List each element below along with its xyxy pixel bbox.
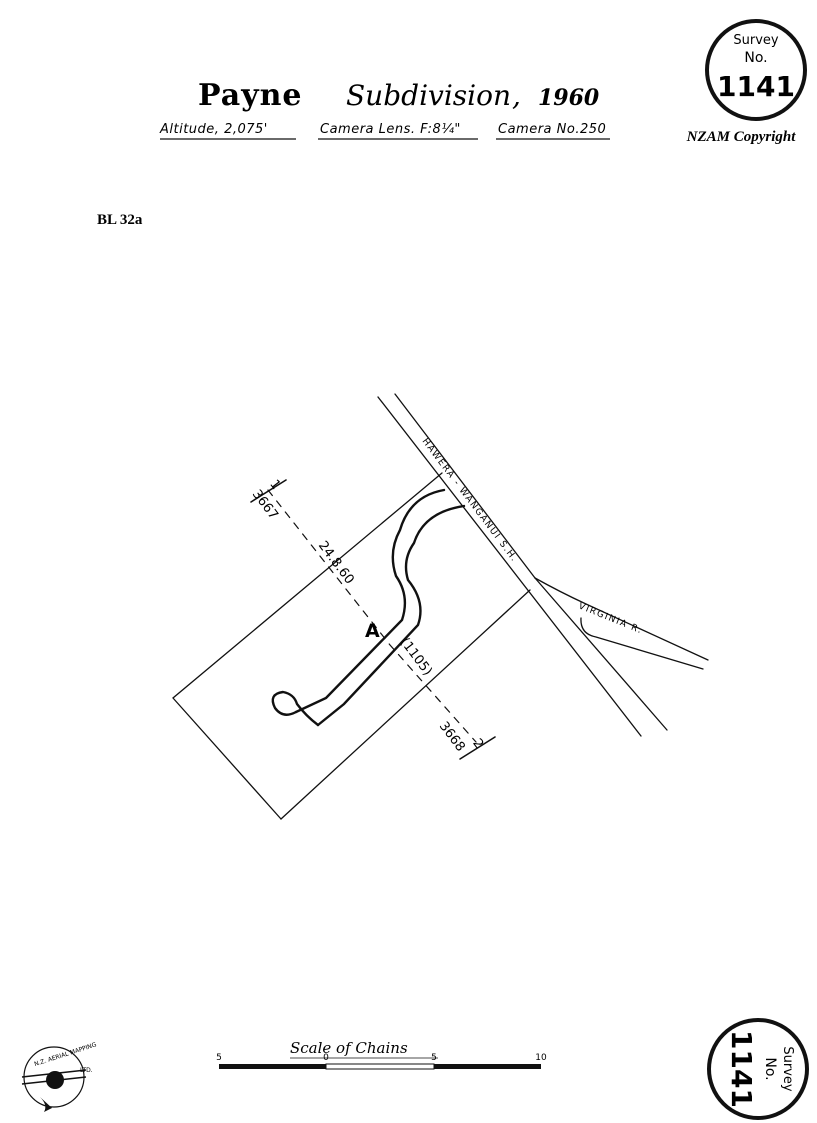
- scale-segment-mid: [325, 1063, 435, 1070]
- lot-boundary-west: [172, 472, 443, 820]
- seal-line1: Survey: [733, 33, 779, 48]
- seal-bottom-line2: No.: [762, 1057, 778, 1080]
- virginia-road-south-edge: [580, 617, 704, 670]
- date-label: 24.8.60: [315, 539, 357, 588]
- area-label: (1105): [397, 635, 435, 679]
- scale-segment-right: [434, 1064, 541, 1069]
- seal-number: 1141: [717, 70, 795, 103]
- scale-tick-1: 0: [323, 1053, 329, 1063]
- plan-drawing: [172, 393, 709, 820]
- highway-edge-east-south: [534, 577, 668, 731]
- seal-bottom-line1: Survey: [780, 1046, 795, 1092]
- highway-edge-west: [377, 396, 642, 737]
- title-word: Subdivision: [346, 79, 511, 112]
- lot-left-tick: [250, 479, 287, 503]
- seal-line2: No.: [744, 50, 767, 66]
- header: Payne Subdivision , 1960 Altitude, 2,075…: [159, 78, 610, 140]
- seal-ring: [705, 19, 807, 121]
- virginia-road-label: VIRGINIA R.: [577, 602, 644, 637]
- highway-edge-east-north: [394, 393, 536, 579]
- lot-boundary-south: [280, 589, 531, 820]
- copyright-label: NZAM Copyright: [686, 129, 797, 145]
- lot-division-dashed: [267, 489, 477, 743]
- highway-label: HAWERA - WANGANUI S.H.: [420, 437, 520, 565]
- scale-tick-3: 10: [535, 1053, 547, 1063]
- lot-left-ref: 3667: [249, 487, 281, 522]
- turning-head: [271, 690, 320, 727]
- logo-camera-icon: [46, 1071, 64, 1089]
- lot-a-label: A: [365, 620, 380, 642]
- survey-seal-top: Survey No. 1141: [705, 19, 807, 121]
- scale-title: Scale of Chains: [290, 1039, 408, 1057]
- seal-bottom-number: 1141: [725, 1030, 758, 1108]
- camera-label: Camera No.250: [498, 122, 606, 137]
- sheet-reference: BL 32a: [97, 212, 143, 228]
- title-name: Payne: [198, 78, 303, 113]
- lot-right-number: 2: [469, 736, 486, 752]
- lot-right-tick: [459, 736, 496, 760]
- virginia-road-north-edge: [534, 577, 709, 661]
- altitude-label: Altitude, 2,075': [159, 122, 268, 137]
- survey-seal-bottom: Survey No. 1141: [707, 1018, 809, 1120]
- seal-bottom-ring: [707, 1018, 809, 1120]
- access-way-outer: [316, 504, 466, 727]
- logo-island-icon: [40, 1097, 52, 1112]
- access-way-inner: [294, 488, 446, 714]
- scale-bar: Scale of Chains 5 0 5 10: [216, 1039, 547, 1070]
- lot-right-ref: 3668: [436, 719, 468, 754]
- logo-suffix: LTD.: [80, 1067, 93, 1074]
- title-year: 1960: [538, 85, 600, 111]
- scale-tick-0: 5: [216, 1053, 222, 1063]
- scale-segment-left: [219, 1064, 326, 1069]
- logo-text: N.Z. AERIAL MAPPING: [33, 1041, 97, 1068]
- scale-tick-2: 5: [431, 1053, 437, 1063]
- nz-aerial-mapping-logo: N.Z. AERIAL MAPPING LTD.: [21, 1041, 98, 1112]
- lens-label: Camera Lens. F:8¼": [320, 122, 461, 137]
- title-comma: ,: [512, 79, 521, 112]
